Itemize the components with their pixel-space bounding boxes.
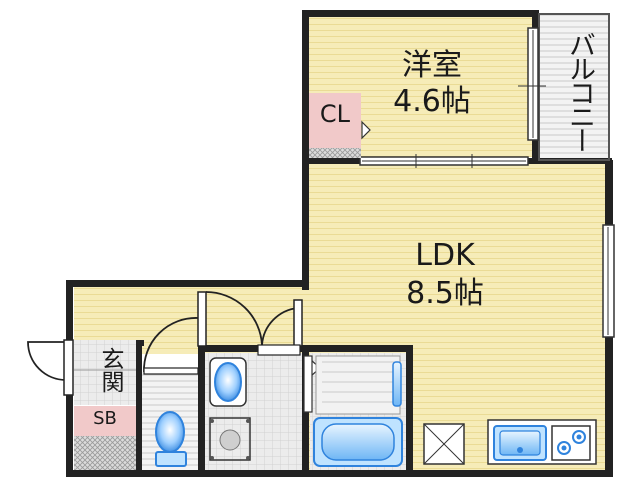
- ldk-window: [602, 224, 615, 338]
- stove-burners: [551, 425, 591, 461]
- shoebox-floor: [74, 406, 136, 436]
- balcony-label: バルコニー: [564, 31, 595, 151]
- shoebox-label: SB: [93, 408, 117, 429]
- bathtub-fixture: [313, 417, 403, 467]
- refrigerator-space: [423, 423, 465, 465]
- entrance-tile: [74, 436, 136, 470]
- western-room-sliding-door: [359, 154, 529, 168]
- kitchen-sink: [493, 425, 547, 461]
- ldk-size: 8.5帖: [406, 276, 484, 311]
- washing-machine-space: [209, 417, 251, 461]
- closet-label: CL: [319, 100, 351, 128]
- ldk-name: LDK: [415, 238, 475, 273]
- toilet-fixture: [155, 411, 187, 467]
- entrance-door: [27, 339, 74, 396]
- balcony-window: [518, 27, 546, 141]
- closet-floor: [309, 93, 361, 148]
- closet-door-marker: [361, 120, 371, 140]
- shower-panel: [315, 355, 402, 415]
- western-room-name: 洋室: [402, 48, 462, 83]
- entrance-floor: [74, 340, 136, 405]
- washroom-door: [197, 291, 303, 356]
- entrance-label: 玄関: [97, 347, 123, 393]
- toilet-door: [143, 317, 199, 375]
- closet-shelf: [309, 148, 361, 158]
- balcony-outline: [538, 13, 610, 161]
- washbasin-fixture: [209, 357, 247, 407]
- balcony-floor: [540, 15, 608, 159]
- western-room-size: 4.6帖: [393, 84, 471, 119]
- bathroom-door: [303, 355, 313, 413]
